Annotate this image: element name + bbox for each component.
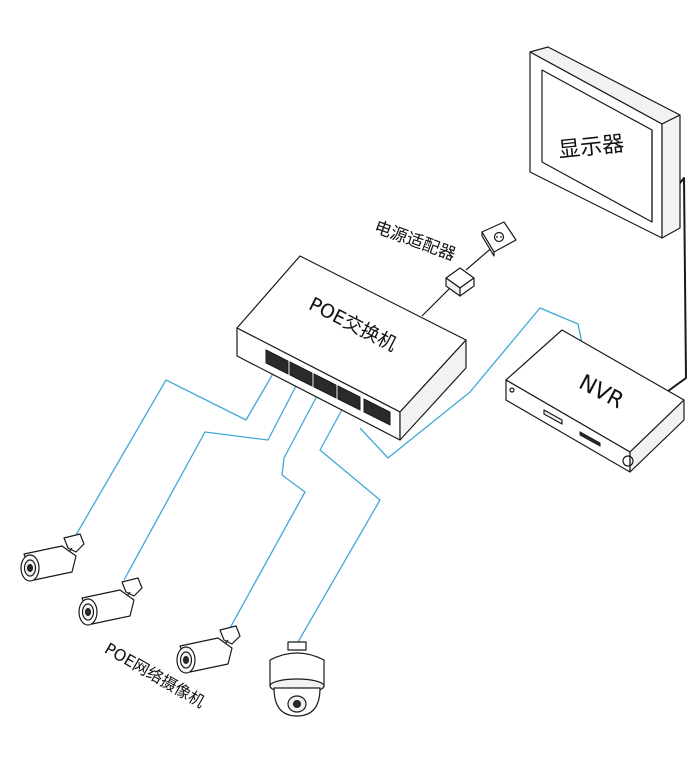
cable-switch-to-nvr [359,307,584,459]
switch-ports [265,349,391,426]
power-adapter-icon [445,267,475,297]
cable-camera1 [75,371,275,536]
cable-camera2 [123,385,297,581]
dome-camera-icon [269,641,325,717]
adapter-label: 电源适配器 [371,217,458,265]
network-cables [75,307,584,643]
bullet-camera-icon [78,577,143,626]
poe-switch-icon [236,255,467,441]
wire-switch-to-adapter [421,287,451,317]
bullet-camera-icon [176,625,241,674]
nvr-icon [505,329,685,473]
power-outlet-icon [481,221,517,257]
cable-camera3 [229,393,319,629]
bullet-camera-icon [20,533,85,582]
switch-side [399,339,467,441]
cable-dome [297,407,381,643]
monitor-icon [529,46,681,239]
